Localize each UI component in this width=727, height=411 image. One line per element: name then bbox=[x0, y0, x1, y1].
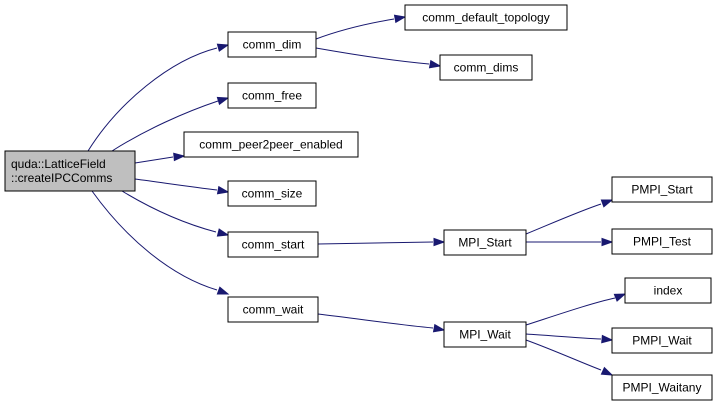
arrowhead-icon bbox=[433, 237, 446, 247]
edge-root-to-comm_wait bbox=[91, 190, 230, 295]
edge-line bbox=[134, 156, 174, 164]
arrowhead-icon bbox=[216, 96, 230, 106]
node-comm_free[interactable]: comm_free bbox=[227, 82, 317, 109]
node-comm_peer2peer_enabled[interactable]: comm_peer2peer_enabled bbox=[183, 131, 359, 158]
arrowhead-icon bbox=[216, 43, 230, 52]
edge-root-to-comm_start bbox=[121, 190, 230, 237]
edge-MPI_Wait-to-PMPI_Waitany bbox=[525, 339, 614, 376]
node-MPI_Start[interactable]: MPI_Start bbox=[443, 229, 527, 256]
edges-layer bbox=[87, 14, 627, 376]
arrowhead-icon bbox=[216, 228, 230, 237]
node-comm_dims[interactable]: comm_dims bbox=[439, 54, 533, 81]
edge-MPI_Start-to-PMPI_Start bbox=[525, 199, 614, 235]
edge-line bbox=[315, 47, 430, 65]
node-box bbox=[624, 277, 712, 304]
nodes-layer: quda::LatticeField::createIPCComms comm_d… bbox=[4, 4, 713, 401]
node-box bbox=[183, 131, 359, 158]
node-box bbox=[227, 31, 317, 58]
edge-line bbox=[525, 297, 616, 326]
edge-line bbox=[317, 241, 434, 245]
node-box bbox=[4, 150, 136, 192]
node-box bbox=[227, 82, 317, 109]
node-label: index bbox=[654, 284, 683, 298]
node-index[interactable]: index bbox=[624, 277, 712, 304]
node-box bbox=[611, 176, 713, 203]
edge-line bbox=[111, 100, 219, 152]
node-comm_dim[interactable]: comm_dim bbox=[227, 31, 317, 58]
arrowhead-icon bbox=[393, 14, 407, 24]
node-label: MPI_Wait bbox=[459, 328, 511, 342]
edge-line bbox=[91, 190, 218, 291]
node-label: PMPI_Waitany bbox=[623, 381, 702, 395]
node-comm_wait[interactable]: comm_wait bbox=[227, 296, 319, 323]
edge-line bbox=[525, 203, 602, 235]
node-label: comm_free bbox=[242, 89, 302, 103]
edge-root-to-comm_free bbox=[111, 96, 230, 152]
node-box bbox=[443, 229, 527, 256]
node-PMPI_Wait[interactable]: PMPI_Wait bbox=[611, 327, 713, 354]
edge-line bbox=[317, 313, 434, 329]
node-box bbox=[439, 54, 533, 81]
node-label: comm_dim bbox=[243, 38, 302, 52]
arrowhead-icon bbox=[601, 237, 614, 247]
node-label: comm_size bbox=[242, 187, 303, 201]
edge-line bbox=[134, 178, 218, 191]
edge-root-to-comm_peer2peer_enabled bbox=[134, 152, 186, 164]
node-label: comm_dims bbox=[454, 61, 519, 75]
node-comm_start[interactable]: comm_start bbox=[227, 231, 319, 258]
node-label: quda::LatticeField bbox=[11, 157, 106, 171]
node-box bbox=[611, 327, 713, 354]
edge-root-to-comm_dim bbox=[87, 43, 230, 152]
arrowhead-icon bbox=[428, 59, 442, 69]
node-label: PMPI_Test bbox=[633, 235, 692, 249]
node-comm_size[interactable]: comm_size bbox=[227, 180, 317, 207]
arrowhead-icon bbox=[601, 334, 614, 344]
arrowhead-icon bbox=[173, 152, 186, 162]
node-box bbox=[611, 374, 713, 401]
node-label: PMPI_Wait bbox=[632, 334, 692, 348]
edge-line bbox=[87, 47, 218, 152]
node-label: ::createIPCComms bbox=[11, 171, 112, 185]
node-box bbox=[227, 296, 319, 323]
edge-comm_dim-to-comm_dims bbox=[315, 47, 442, 69]
node-box bbox=[443, 321, 527, 348]
node-MPI_Wait[interactable]: MPI_Wait bbox=[443, 321, 527, 348]
node-PMPI_Test[interactable]: PMPI_Test bbox=[611, 228, 713, 255]
node-box bbox=[227, 180, 317, 207]
edge-line bbox=[121, 190, 217, 233]
arrowhead-icon bbox=[613, 293, 627, 302]
edge-line bbox=[525, 339, 602, 371]
node-label: comm_start bbox=[242, 238, 305, 252]
edge-MPI_Start-to-PMPI_Test bbox=[525, 237, 614, 247]
edge-MPI_Wait-to-PMPI_Wait bbox=[525, 333, 614, 344]
arrowhead-icon bbox=[432, 323, 446, 333]
edge-MPI_Wait-to-index bbox=[525, 293, 627, 326]
edge-line bbox=[315, 18, 395, 40]
node-PMPI_Waitany[interactable]: PMPI_Waitany bbox=[611, 374, 713, 401]
arrowhead-icon bbox=[216, 185, 230, 195]
node-label: PMPI_Start bbox=[631, 183, 693, 197]
node-label: MPI_Start bbox=[458, 236, 512, 250]
edge-comm_start-to-MPI_Start bbox=[317, 237, 446, 247]
edge-line bbox=[525, 333, 602, 340]
node-label: comm_peer2peer_enabled bbox=[199, 138, 342, 152]
node-comm_default_topology[interactable]: comm_default_topology bbox=[404, 4, 568, 31]
node-label: comm_wait bbox=[243, 303, 304, 317]
edge-root-to-comm_size bbox=[134, 178, 230, 195]
edge-comm_wait-to-MPI_Wait bbox=[317, 313, 446, 333]
node-box bbox=[404, 4, 568, 31]
node-PMPI_Start[interactable]: PMPI_Start bbox=[611, 176, 713, 203]
edge-comm_dim-to-comm_default_topology bbox=[315, 14, 407, 40]
node-box bbox=[611, 228, 713, 255]
arrowhead-icon bbox=[216, 286, 230, 295]
arrowhead-icon bbox=[600, 199, 614, 208]
node-label: comm_default_topology bbox=[422, 11, 549, 25]
node-box bbox=[227, 231, 319, 258]
arrowhead-icon bbox=[600, 366, 614, 376]
node-root: quda::LatticeField::createIPCComms bbox=[4, 150, 136, 192]
